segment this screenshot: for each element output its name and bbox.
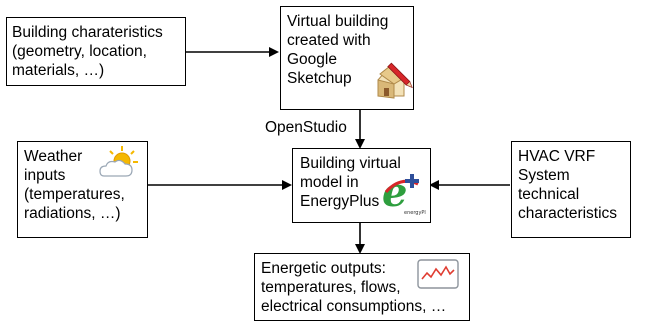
hvac-vrf-text: HVAC VRF System technical characteristic… — [518, 148, 618, 222]
sketchup-house-pencil-icon — [377, 62, 413, 99]
hvac-vrf-box — [511, 141, 631, 238]
energyplus-logo-icon: e energyPlus — [382, 170, 426, 216]
energyplus-caption: energyPlus — [404, 210, 426, 216]
svg-text:e: e — [382, 170, 407, 216]
building-characteristics-text: Building charateristics (geometry, locat… — [12, 24, 163, 79]
building-characteristics-box — [6, 17, 186, 86]
virtual-building-text: Virtual building created with Google Ske… — [287, 13, 389, 87]
openstudio-label: OpenStudio — [265, 119, 347, 136]
weather-inputs-text: Weather inputs (temperatures, radiations… — [24, 148, 125, 222]
building-model-box — [292, 148, 431, 223]
line-chart-icon — [417, 259, 459, 289]
energetic-outputs-text: Energetic outputs: temperatures, flows, … — [261, 260, 447, 315]
building-model-text: Building virtual model in EnergyPlus — [300, 155, 401, 210]
sun-cloud-icon — [99, 146, 138, 177]
